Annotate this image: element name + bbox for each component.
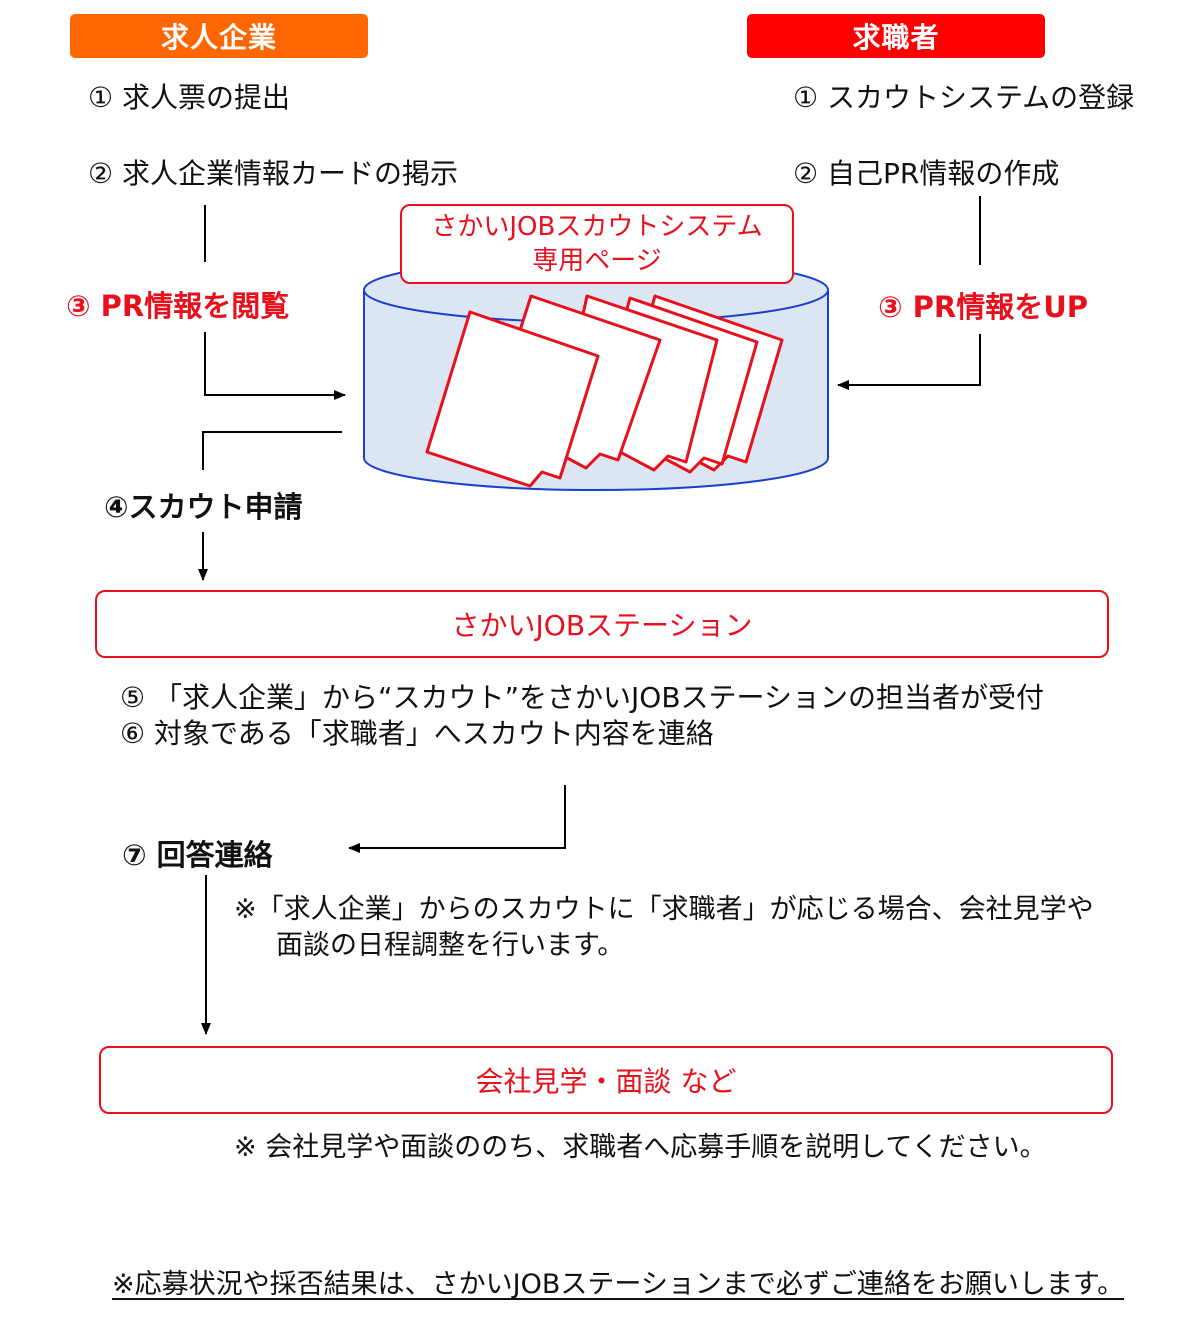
scout-system-label-line2: 専用ページ bbox=[532, 246, 662, 276]
company-step-3: ③ PR情報を閲覧 bbox=[66, 289, 290, 323]
arrow-company-to-system bbox=[204, 332, 346, 400]
arrow-station-to-reply bbox=[348, 785, 566, 853]
jobseeker-step-3: ③ PR情報をUP bbox=[878, 290, 1089, 324]
jobseeker-header-label: 求職者 bbox=[852, 21, 940, 54]
jobseeker-step-2: ② 自己PR情報の作成 bbox=[793, 157, 1060, 190]
visit-interview-label: 会社見学・面談 など bbox=[475, 1065, 737, 1098]
station-step-6: ⑥ 対象である「求職者」へスカウト内容を連絡 bbox=[120, 717, 714, 750]
jobseeker-header-badge: 求職者 bbox=[747, 14, 1045, 58]
reply-note-line-1: ※「求人企業」からのスカウトに「求職者」が応じる場合、会社見学や bbox=[234, 894, 1094, 925]
station-label: さかいJOBステーション bbox=[451, 609, 753, 642]
scout-system-label: さかいJOBスカウトシステム 専用ページ bbox=[400, 204, 794, 284]
footer-note: ※応募状況や採否結果は、さかいJOBステーションまで必ずご連絡をお願いします。 bbox=[112, 1269, 1125, 1300]
visit-interview-box: 会社見学・面談 など bbox=[99, 1046, 1113, 1114]
station-box: さかいJOBステーション bbox=[95, 590, 1109, 658]
reply-step-7: ⑦ 回答連絡 bbox=[122, 838, 273, 872]
jobseeker-step-1: ① スカウトシステムの登録 bbox=[793, 81, 1135, 114]
arrow-jobseeker-to-system bbox=[837, 334, 981, 390]
company-header-label: 求人企業 bbox=[160, 21, 277, 54]
reply-note-line-2: 面談の日程調整を行います。 bbox=[276, 930, 625, 961]
company-step-2: ② 求人企業情報カードの掲示 bbox=[88, 157, 459, 190]
company-step-1: ① 求人票の提出 bbox=[88, 81, 291, 114]
connector-line bbox=[202, 431, 342, 470]
station-step-5: ⑤ 「求人企業」から“スカウト”をさかいJOBステーションの担当者が受付 bbox=[120, 681, 1044, 714]
company-step-4: ④スカウト申請 bbox=[104, 490, 303, 524]
document-stack-icon bbox=[425, 294, 784, 488]
company-header-badge: 求人企業 bbox=[70, 14, 368, 58]
visit-note: ※ 会社見学や面談ののち、求職者へ応募手順を説明してください。 bbox=[234, 1132, 1047, 1163]
scout-system-label-line1: さかいJOBスカウトシステム bbox=[431, 212, 763, 242]
